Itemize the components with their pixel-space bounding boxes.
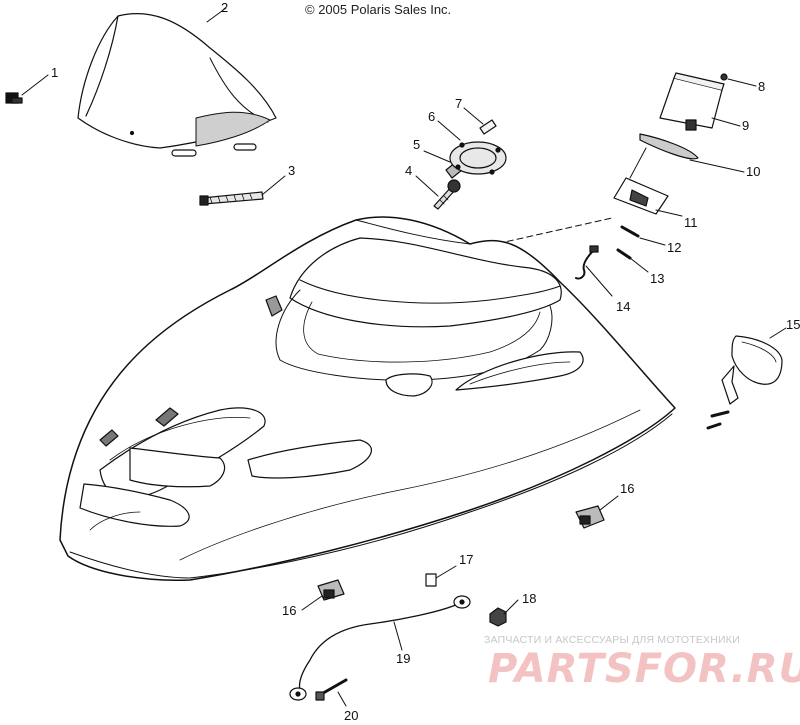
bolt-part-1 <box>6 75 48 103</box>
windshield <box>78 8 276 156</box>
callout-16-right: 16 <box>620 481 635 496</box>
callout-19: 19 <box>396 651 411 666</box>
callout-20: 20 <box>344 708 359 723</box>
console-parts-8-13 <box>478 73 756 272</box>
nut-part-18 <box>490 600 518 626</box>
callout-9: 9 <box>742 118 750 133</box>
callout-10: 10 <box>746 164 761 179</box>
screw-part-20 <box>316 680 346 706</box>
callout-16-left: 16 <box>282 603 297 618</box>
callout-1: 1 <box>51 65 59 80</box>
clip-part-16-left <box>302 580 344 610</box>
callout-11: 11 <box>684 215 698 230</box>
copyright-text: © 2005 Polaris Sales Inc. <box>305 2 452 17</box>
callout-7: 7 <box>455 96 463 111</box>
callout-15: 15 <box>786 317 800 332</box>
callout-5: 5 <box>413 137 421 152</box>
callout-12: 12 <box>667 240 682 255</box>
callout-13: 13 <box>650 271 665 286</box>
bolt-part-17 <box>426 566 456 586</box>
callout-17: 17 <box>459 552 474 567</box>
cable-part-14 <box>576 246 612 296</box>
screw-part-3 <box>200 176 285 205</box>
cap-assembly-parts-4-7 <box>416 108 506 209</box>
callout-8: 8 <box>758 79 766 94</box>
callout-18: 18 <box>522 591 537 606</box>
callout-4: 4 <box>405 163 413 178</box>
watermark-logo: PARTSFOR.RU <box>488 646 800 692</box>
callout-14: 14 <box>616 299 631 314</box>
watermark-tagline: ЗАПЧАСТИ И АКСЕССУАРЫ ДЛЯ МОТОТЕХНИКИ <box>484 634 740 646</box>
callout-3: 3 <box>288 163 296 178</box>
mirror-part-15 <box>708 328 786 428</box>
callout-6: 6 <box>428 109 436 124</box>
hood <box>60 217 675 580</box>
tether-part-19 <box>290 596 470 700</box>
callout-2: 2 <box>221 0 229 15</box>
clip-part-16-right <box>576 496 618 528</box>
